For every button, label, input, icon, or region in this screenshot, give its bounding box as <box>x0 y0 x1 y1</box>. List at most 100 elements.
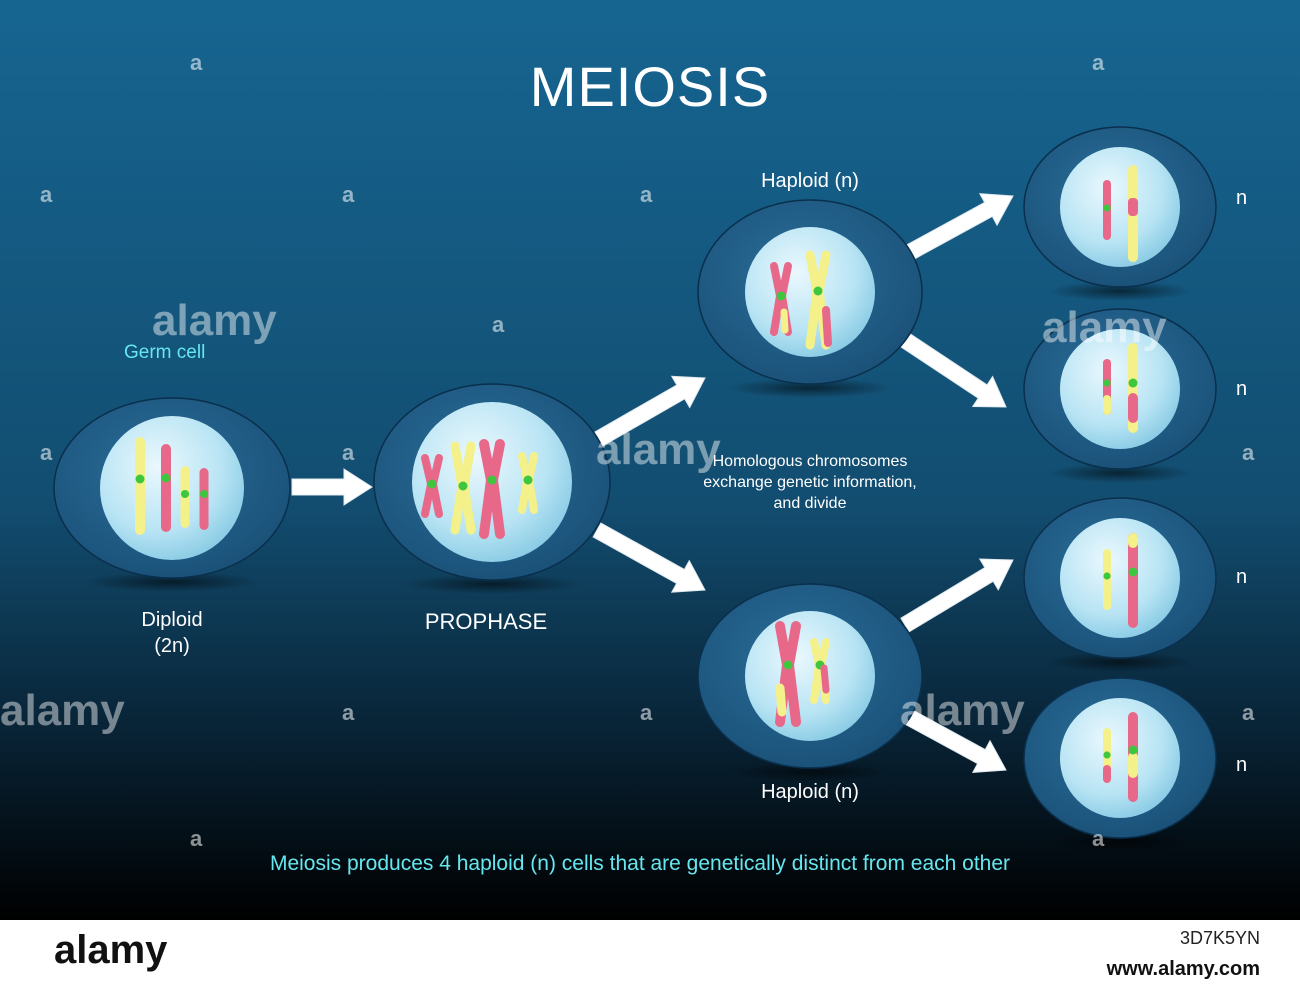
n-label-1: n <box>1236 187 1248 209</box>
germ-cell <box>53 397 291 579</box>
chromatid <box>459 481 476 535</box>
exchange-text-line-2: exchange genetic information, <box>703 474 917 491</box>
prophase-label: PROPHASE <box>424 609 548 634</box>
n-label-3: n <box>1236 566 1248 588</box>
watermark-brand-2: alamy <box>596 425 721 474</box>
arrow-haploid-top-to-daughter-2 <box>899 332 1007 408</box>
daughter-cell-1-shadow <box>1048 281 1192 301</box>
diploid-ploidy-label: (2n) <box>154 635 190 657</box>
watermark-letter: a <box>1092 50 1105 75</box>
daughter-cell-2-shadow <box>1048 463 1192 483</box>
diploid-label: Diploid <box>141 609 203 631</box>
haploid-cell-bottom <box>697 583 923 769</box>
arrow-diploid-to-prophase <box>291 468 373 506</box>
centromere <box>783 660 793 670</box>
chromosome-segment <box>1103 395 1111 415</box>
centromere <box>1103 379 1111 387</box>
centromere <box>458 481 468 491</box>
haploid-cell-bottom-nucleus <box>745 611 875 741</box>
footer-image-id: 3D7K5YN <box>1179 928 1260 948</box>
centromere <box>776 291 786 301</box>
watermark-letter: a <box>342 440 355 465</box>
n-label-2: n <box>1236 378 1248 400</box>
centromere <box>1103 751 1111 759</box>
germ-cell-shadow <box>83 572 261 592</box>
chromosome <box>1128 533 1138 628</box>
chromosome-segment <box>1103 765 1111 783</box>
watermark-brand-5: alamy <box>900 686 1025 735</box>
chromosome-segment <box>820 664 830 694</box>
arrow-prophase-to-haploid-bottom <box>592 522 706 593</box>
chromosome-segment <box>1128 533 1138 548</box>
meiosis-diagram <box>0 0 1300 920</box>
watermark-brand-3: alamy <box>1042 303 1167 352</box>
watermark-letter: a <box>1092 826 1105 851</box>
centromere <box>1103 572 1111 580</box>
chromosome <box>135 437 145 535</box>
chromatid <box>784 660 801 727</box>
germ-cell-label: Germ cell <box>124 342 206 363</box>
centromere <box>1128 567 1138 577</box>
daughter-cell-1 <box>1023 126 1217 288</box>
centromere <box>135 474 145 484</box>
chromatid <box>488 475 505 539</box>
watermark-letter: a <box>1242 700 1255 725</box>
footer-site: www.alamy.com <box>1106 958 1260 980</box>
chromosome-segment <box>822 306 832 347</box>
chromatid <box>778 262 792 300</box>
daughter-cell-4 <box>1023 677 1217 839</box>
watermark-letter: a <box>190 50 203 75</box>
centromere <box>161 473 171 483</box>
chromosome-segment <box>1128 393 1138 423</box>
chromosome-segment <box>775 683 787 717</box>
daughter-cell-2-nucleus <box>1060 329 1180 449</box>
haploid-cell-top-shadow <box>726 378 894 398</box>
watermark-letter: a <box>640 182 653 207</box>
chromatid <box>459 441 476 491</box>
chromosome-segment <box>1128 198 1138 216</box>
watermark-letter: a <box>342 700 355 725</box>
summary-caption: Meiosis produces 4 haploid (n) cells tha… <box>269 852 1011 875</box>
watermark-brand-1: alamy <box>152 296 277 345</box>
page-title: MEIOSIS <box>529 55 771 118</box>
n-label-4: n <box>1236 754 1248 776</box>
daughter-cell-4-shadow <box>1048 832 1192 852</box>
watermark-brand-4: alamy <box>0 686 125 735</box>
watermark-letter: a <box>640 700 653 725</box>
germ-cell-nucleus <box>100 416 244 560</box>
chromosome-segment <box>1128 222 1138 262</box>
daughter-cell-1-nucleus <box>1060 147 1180 267</box>
chromatid <box>814 250 831 296</box>
watermark-footer <box>0 920 1300 1000</box>
watermark-letter: a <box>1242 440 1255 465</box>
centromere <box>427 479 437 489</box>
haploid-cell-bottom-shadow <box>726 762 894 782</box>
chromosome-segment <box>1128 752 1138 778</box>
prophase-cell-shadow <box>403 574 581 594</box>
centromere <box>199 489 209 499</box>
arrow-prophase-to-haploid-top <box>592 375 706 448</box>
arrow-haploid-bottom-to-daughter-3 <box>900 558 1014 633</box>
daughter-cell-2 <box>1023 308 1217 470</box>
chromatid <box>784 621 801 670</box>
watermark-letter: a <box>40 182 53 207</box>
haploid-cell-top <box>697 199 923 385</box>
exchange-text-line-1: Homologous chromosomes <box>712 453 908 470</box>
arrow-haploid-bottom-to-daughter-4 <box>900 707 1007 773</box>
watermark-letter: a <box>342 182 355 207</box>
chromosome <box>199 468 209 530</box>
haploid-top-label: Haploid (n) <box>761 170 859 192</box>
daughter-cell-4-nucleus <box>1060 698 1180 818</box>
footer-brand: alamy <box>54 928 168 972</box>
haploid-bottom-label: Haploid (n) <box>761 781 859 803</box>
centromere <box>1128 745 1138 755</box>
daughter-cell-3-nucleus <box>1060 518 1180 638</box>
daughter-cell-3-shadow <box>1048 652 1192 672</box>
chromatid <box>429 480 443 518</box>
centromere <box>1103 204 1111 212</box>
centromere <box>523 475 533 485</box>
centromere <box>180 489 190 499</box>
prophase-cell <box>373 383 611 581</box>
chromosome <box>161 444 171 532</box>
